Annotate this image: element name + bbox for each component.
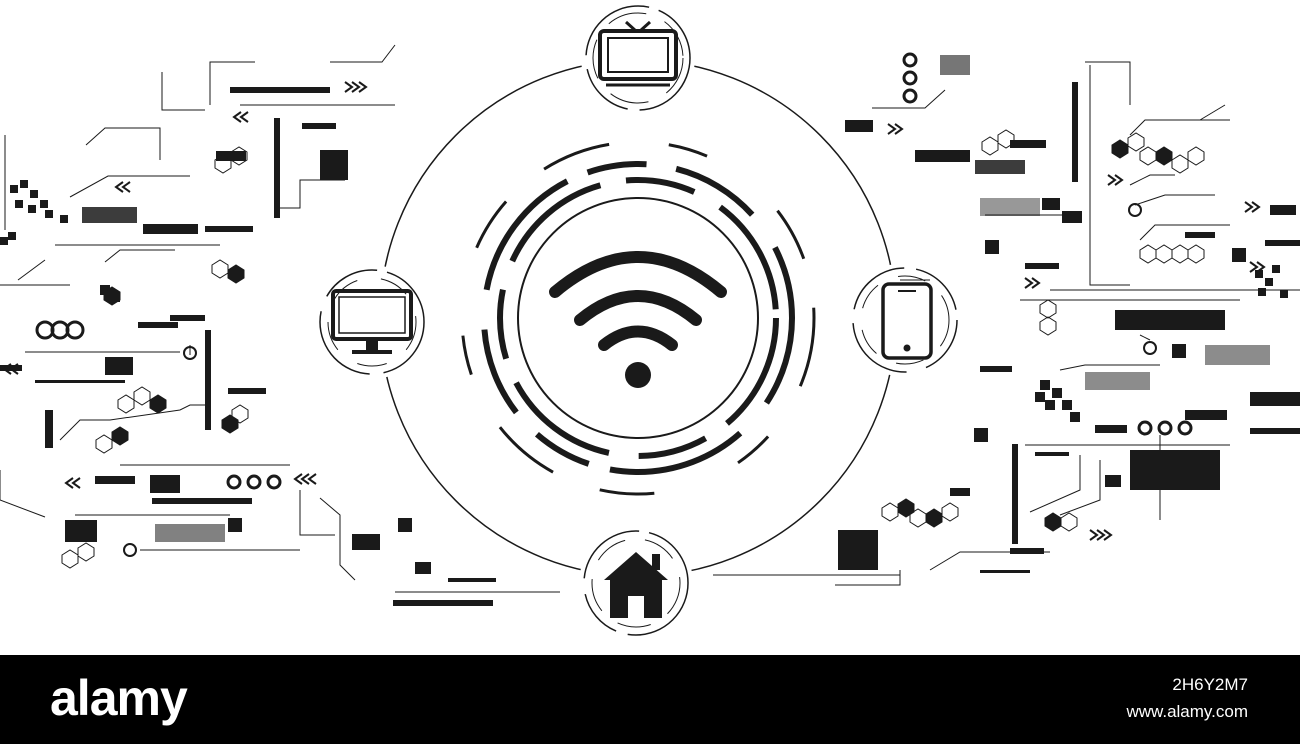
tv-icon	[598, 20, 678, 87]
image-id-label: 2H6Y2M7	[1172, 675, 1248, 694]
site-url-link[interactable]: www.alamy.com	[1126, 702, 1248, 721]
wifi-icon	[549, 251, 727, 388]
footer-bar: alamy 2H6Y2M7 www.alamy.com	[0, 655, 1300, 744]
house-icon	[604, 552, 668, 618]
dashed-ring-3	[460, 140, 816, 496]
diagram-canvas	[0, 5, 1300, 636]
arrow-chevrons	[2, 81, 1266, 541]
connection-ring	[379, 59, 897, 577]
hexagon-cluster-right	[881, 52, 1205, 532]
circuit-decoration-left	[0, 44, 560, 593]
house-node	[583, 530, 689, 636]
dashed-ring-2	[481, 161, 795, 475]
smartphone-node	[852, 267, 958, 373]
network-ring	[379, 59, 897, 577]
inner-ring	[517, 197, 759, 439]
monitor-icon	[331, 289, 413, 354]
circuit-blocks-right	[838, 55, 1300, 573]
hexagon-cluster-left	[35, 146, 282, 569]
brand-logo[interactable]: alamy	[50, 670, 188, 726]
monitor-node	[319, 269, 425, 375]
smartphone-icon	[881, 282, 933, 360]
dashed-ring-1	[497, 177, 779, 459]
tv-node	[585, 5, 691, 111]
